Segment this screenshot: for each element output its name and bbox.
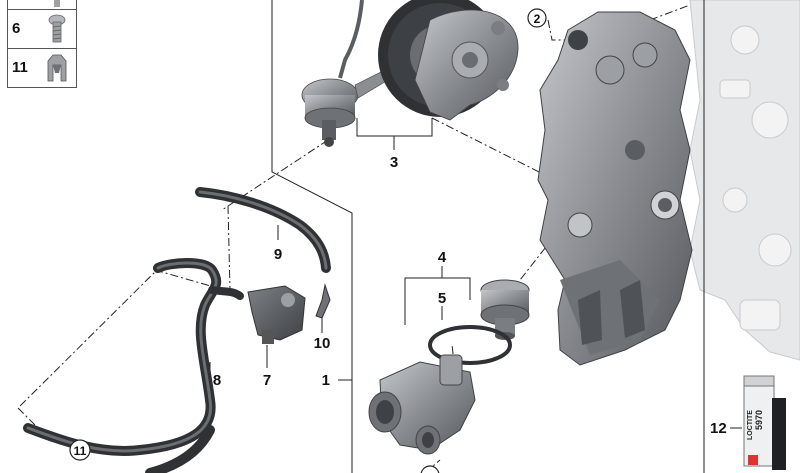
clip-icon (47, 54, 67, 82)
callout-11: 11 (69, 439, 91, 461)
pump-housing-bracket (537, 11, 693, 366)
water-pump (378, 0, 519, 121)
callout-8-label: 8 (213, 372, 221, 389)
engine-block (689, 0, 800, 361)
callout-2: 2 (527, 8, 547, 28)
callout-3-label: 3 (390, 154, 398, 171)
tube-brand-text: LOCTITE (747, 410, 754, 440)
callout-4-label: 4 (438, 249, 447, 266)
callout-2-label: 2 (534, 12, 541, 26)
vacuum-actuator (301, 0, 389, 147)
callout-12-label: 12 (710, 420, 727, 437)
thermostat (480, 279, 530, 340)
legend-row-partial (8, 0, 76, 9)
callout-7-label: 7 (263, 372, 271, 389)
callout-11-label: 11 (74, 444, 87, 458)
screw-icon (48, 14, 66, 43)
tube-code-text: 5970 (754, 410, 764, 430)
leader-lines (209, 0, 742, 473)
parts-legend-table: 6 11 (7, 0, 77, 88)
callout-9-label: 9 (274, 246, 282, 263)
callout-partial (420, 465, 440, 473)
switch-valve (247, 285, 306, 344)
legend-number: 11 (12, 59, 28, 76)
seal-ring (428, 325, 512, 365)
legend-number: 6 (12, 20, 21, 37)
screw-icon (54, 0, 60, 7)
callout-10-label: 10 (314, 335, 331, 352)
thermostat-housing (368, 354, 476, 455)
legend-row-6: 6 (8, 9, 76, 48)
sealant-tube: LOCTITE 5970 (743, 375, 786, 470)
callout-5-label: 5 (438, 290, 446, 307)
callout-1-label: 1 (322, 372, 330, 389)
legend-row-11: 11 (8, 48, 76, 87)
coolant-hoses (23, 187, 331, 473)
temperature-sensor (315, 283, 331, 319)
